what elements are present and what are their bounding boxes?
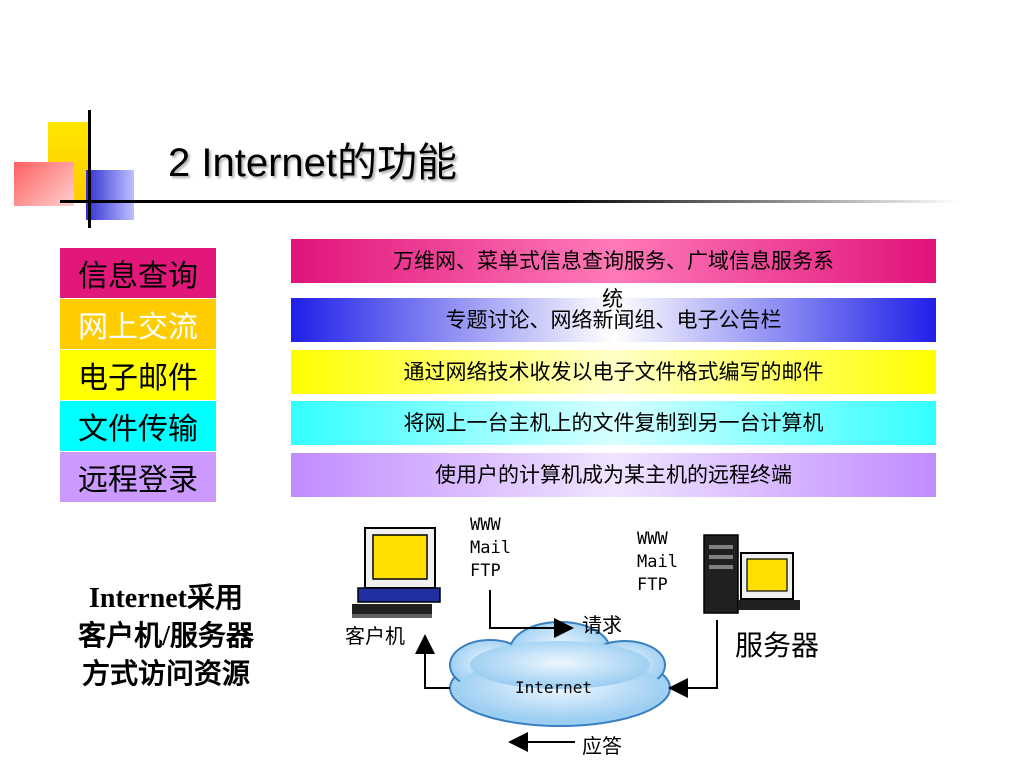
- category-label: 信息查询: [78, 260, 198, 293]
- category-file-transfer: 文件传输: [60, 401, 216, 451]
- description-overflow-text: 统: [602, 287, 623, 311]
- server-computer-icon: [703, 534, 800, 614]
- category-label: 远程登录: [78, 464, 198, 497]
- note-line: Internet采用: [89, 583, 243, 614]
- description-email: 通过网络技术收发以电子文件格式编写的邮件: [291, 350, 936, 394]
- note-line: 客户机/服务器: [78, 621, 254, 652]
- category-online-exchange: 网上交流: [60, 299, 216, 349]
- request-label: 请求: [582, 613, 622, 637]
- note-line: 方式访问资源: [81, 659, 250, 690]
- client-computer-icon: [352, 527, 441, 618]
- category-label: 文件传输: [78, 413, 198, 446]
- title-decoration-vline: [88, 110, 91, 228]
- server-services-label: WWW Mail FTP: [637, 529, 678, 595]
- client-label: 客户机: [345, 624, 405, 648]
- description-remote-login: 使用户的计算机成为某主机的远程终端: [291, 453, 936, 497]
- category-email: 电子邮件: [60, 350, 216, 400]
- category-remote-login: 远程登录: [60, 452, 216, 502]
- description-file-transfer: 将网上一台主机上的文件复制到另一台计算机: [291, 401, 936, 445]
- server-label: 服务器: [735, 629, 820, 662]
- title-underline: [60, 200, 960, 203]
- cloud-label: Internet: [515, 678, 593, 697]
- description-text: 将网上一台主机上的文件复制到另一台计算机: [403, 411, 824, 435]
- server-down-arrow: [668, 620, 718, 698]
- description-text: 万维网、菜单式信息查询服务、广域信息服务系: [393, 249, 834, 273]
- page-title: 2 Internet的功能: [168, 141, 458, 185]
- description-text: 通过网络技术收发以电子文件格式编写的邮件: [403, 360, 824, 384]
- internet-cloud: [449, 621, 671, 727]
- description-info-query: 万维网、菜单式信息查询服务、广域信息服务系: [291, 239, 936, 283]
- title-decoration-blue: [86, 170, 134, 220]
- category-info-query: 信息查询: [60, 248, 216, 298]
- response-label: 应答: [582, 734, 622, 758]
- request-arrow: [489, 590, 574, 638]
- client-server-note: Internet采用 客户机/服务器 方式访问资源: [50, 580, 282, 694]
- client-up-arrow: [415, 634, 450, 689]
- client-services-label: WWW Mail FTP: [470, 515, 511, 581]
- description-text: 使用户的计算机成为某主机的远程终端: [435, 463, 792, 487]
- category-label: 电子邮件: [78, 362, 198, 395]
- title-decoration-red: [14, 162, 74, 206]
- description-text: 专题讨论、网络新闻组、电子公告栏: [445, 308, 782, 332]
- description-online-exchange: 专题讨论、网络新闻组、电子公告栏: [291, 298, 936, 342]
- category-label: 网上交流: [78, 311, 198, 344]
